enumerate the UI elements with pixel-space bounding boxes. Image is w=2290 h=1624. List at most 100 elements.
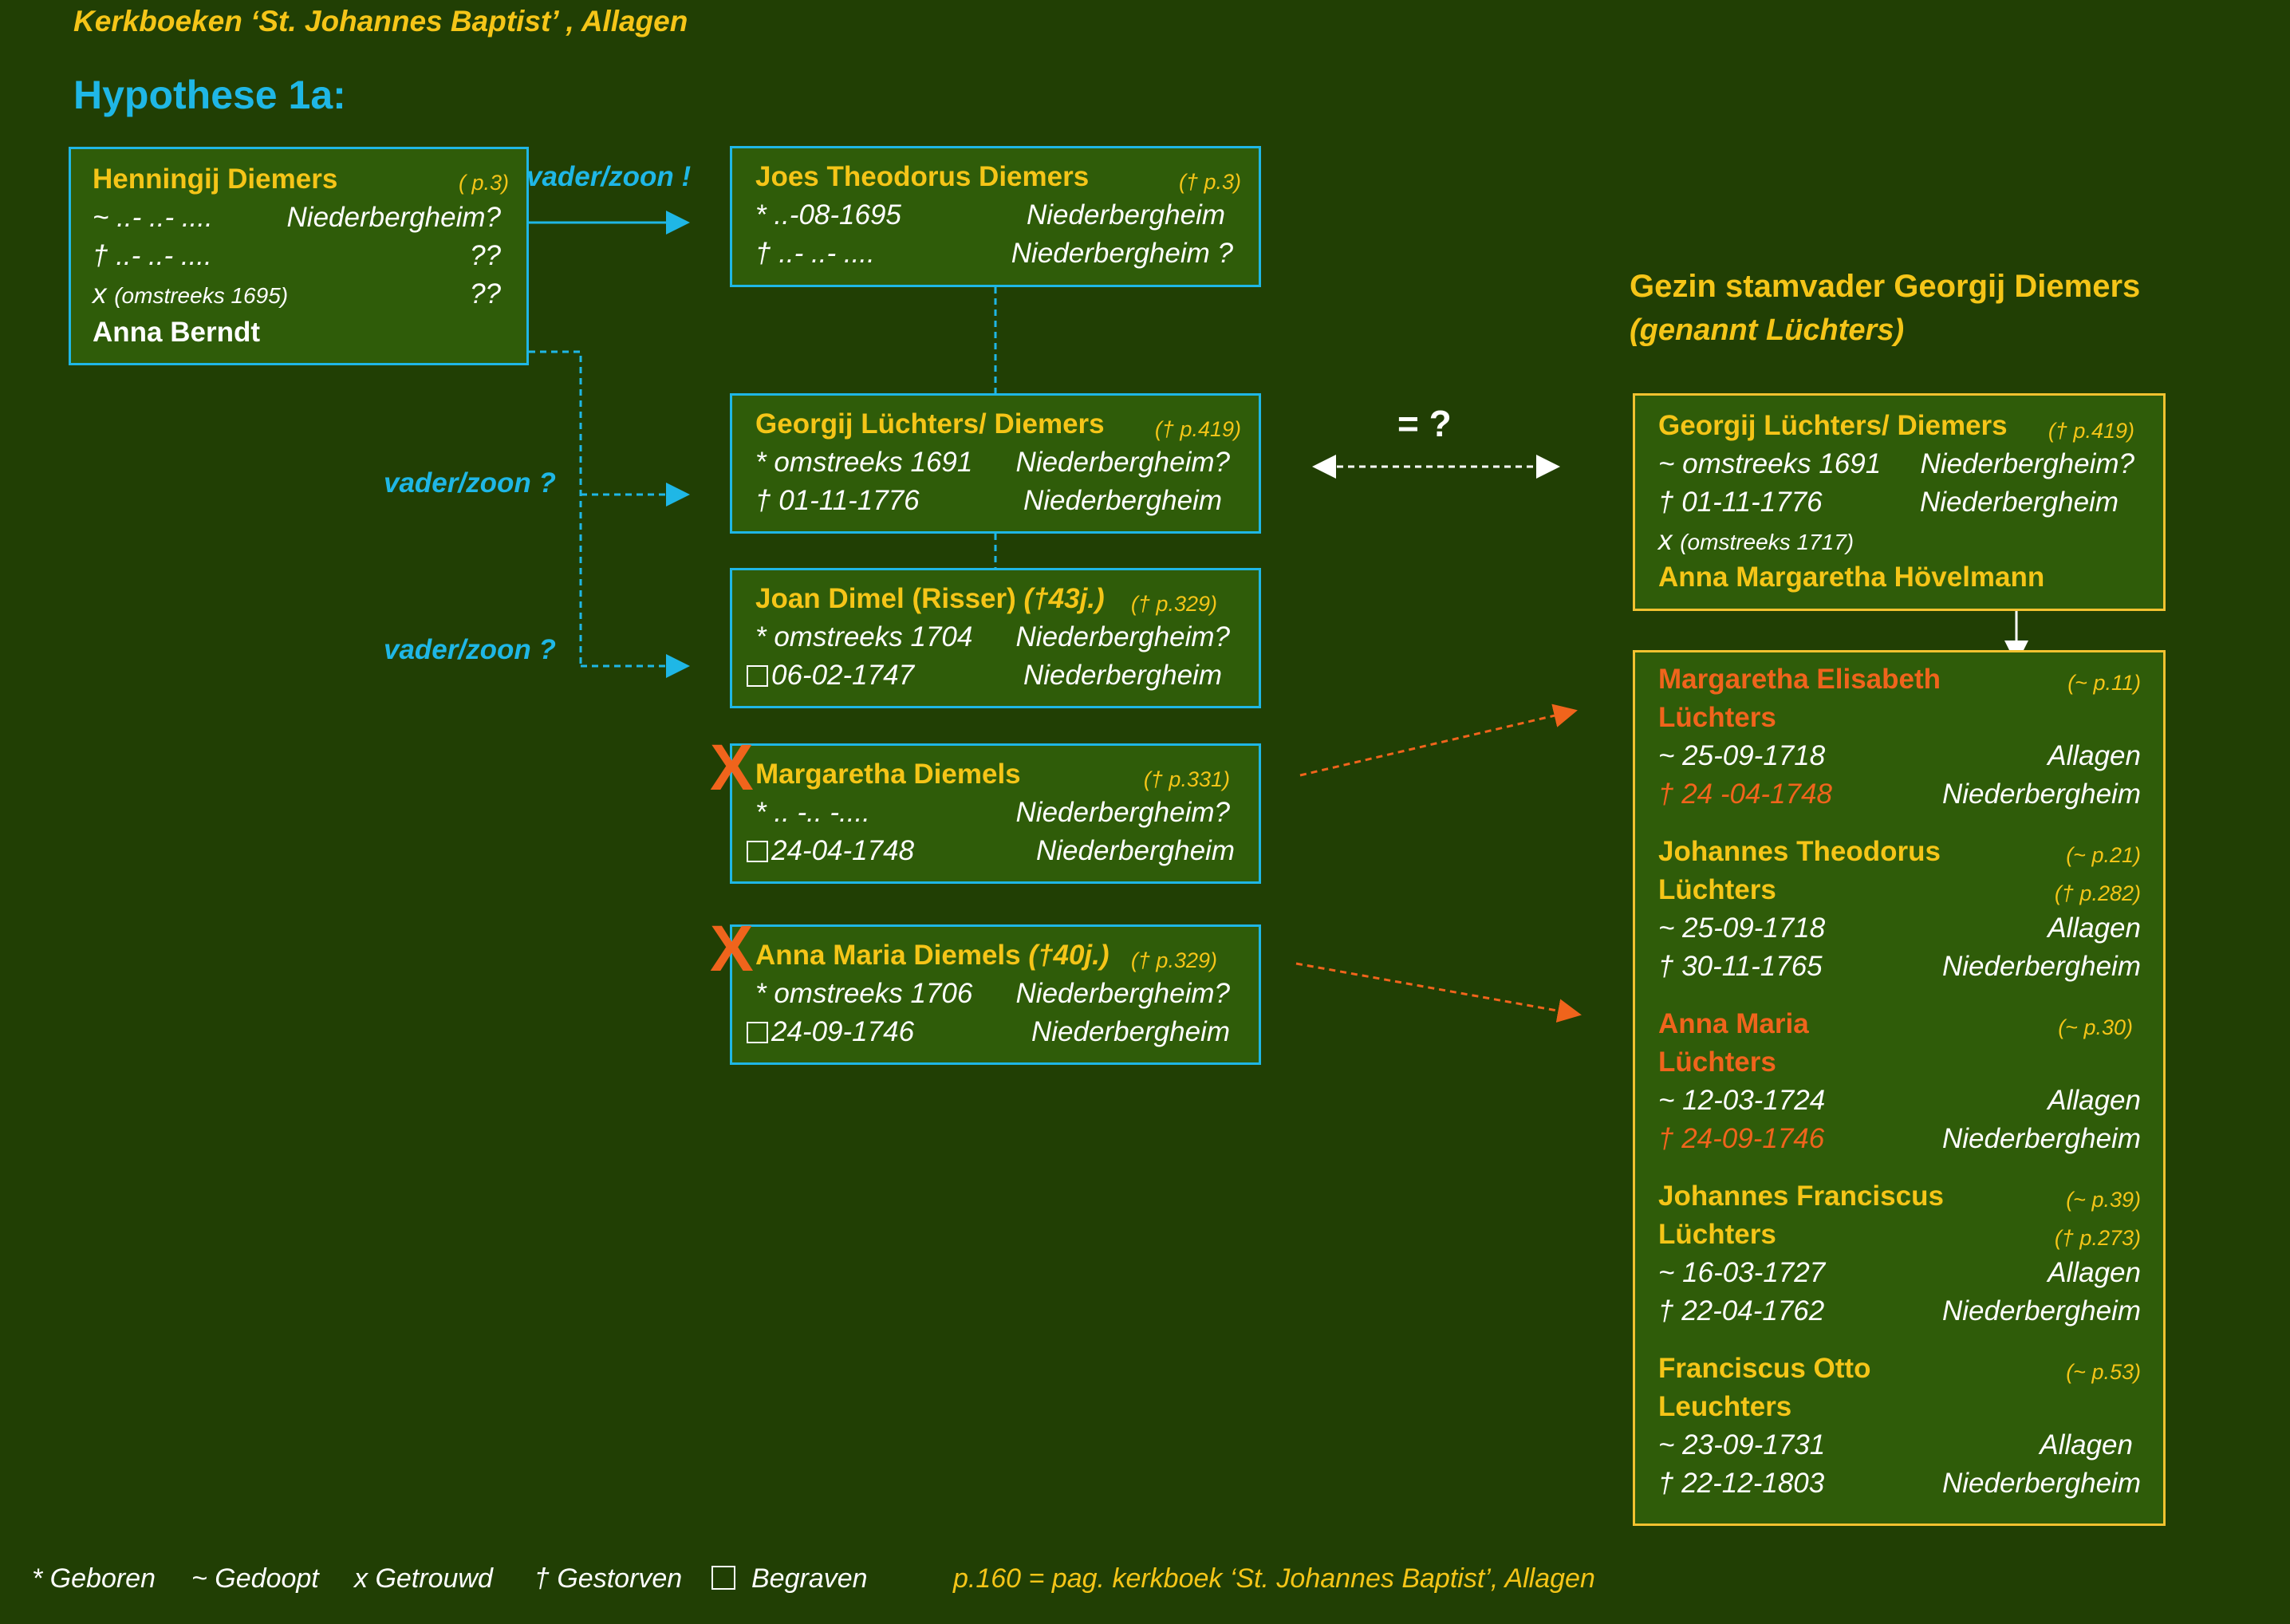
legend-buried-row: Begraven bbox=[711, 1563, 868, 1594]
death-place: Niederbergheim bbox=[1941, 1468, 2141, 1499]
marriage-date: (omstreeks 1717) bbox=[1680, 530, 1854, 554]
spouse-name: Anna Berndt bbox=[93, 317, 260, 348]
marriage-symbol: x bbox=[1658, 525, 1673, 556]
person-name: Anna Maria Diemels bbox=[755, 940, 1021, 971]
birth-date: * .. -.. -.... bbox=[755, 797, 870, 828]
birth-place: Niederbergheim? bbox=[1015, 797, 1230, 828]
birth-date: * omstreeks 1691 bbox=[755, 447, 973, 478]
baptism-date: ~ 25-09-1718 bbox=[1658, 913, 1826, 944]
birth-place: Niederbergheim bbox=[1026, 199, 1225, 231]
rejected-x-mark: X bbox=[710, 913, 754, 985]
label-vader-zoon-2: vader/zoon ? bbox=[384, 467, 556, 499]
child-name-line2: Lüchters bbox=[1658, 702, 1776, 733]
person-box-margaretha: Margaretha Diemels († p.331) * .. -.. -.… bbox=[730, 743, 1261, 884]
child-name-line1: Margaretha Elisabeth bbox=[1658, 664, 1941, 695]
child-name-line2: Leuchters bbox=[1658, 1391, 1792, 1422]
burial-square-icon bbox=[747, 665, 768, 687]
person-name: Joan Dimel (Risser) bbox=[755, 583, 1016, 614]
death-place: Niederbergheim bbox=[1941, 1123, 2141, 1154]
burial-place: Niederbergheim bbox=[1035, 835, 1235, 866]
burial-square-icon bbox=[747, 841, 768, 862]
person-box-joes: Joes Theodorus Diemers († p.3) * ..-08-1… bbox=[730, 146, 1261, 287]
death-date: † 01-11-1776 bbox=[755, 485, 920, 516]
baptism-place: Allagen bbox=[2048, 1257, 2141, 1288]
page-ref: († p.329) bbox=[1130, 592, 1217, 616]
birth-date: * omstreeks 1706 bbox=[755, 978, 973, 1009]
age-at-death: (†43j.) bbox=[1023, 583, 1105, 614]
page-ref-2: († p.273) bbox=[2054, 1226, 2141, 1250]
burial-square-icon bbox=[711, 1566, 735, 1590]
birth-date: * ..-08-1695 bbox=[755, 199, 901, 231]
burial-date: 06-02-1747 bbox=[771, 660, 915, 691]
death-place: ?? bbox=[470, 240, 501, 271]
age-at-death: (†40j.) bbox=[1028, 940, 1110, 971]
marriage-place: ?? bbox=[470, 278, 501, 309]
burial-date: 24-09-1746 bbox=[771, 1016, 915, 1047]
child-name-line1: Johannes Theodorus bbox=[1658, 836, 1941, 867]
legend-married: x Getrouwd bbox=[354, 1563, 493, 1594]
death-date: † 30-11-1765 bbox=[1658, 951, 1823, 982]
death-date: † ..- ..- .... bbox=[755, 238, 875, 269]
death-place: Niederbergheim ? bbox=[1011, 238, 1233, 269]
legend-buried: Begraven bbox=[751, 1563, 868, 1594]
legend-baptized: ~ Gedoopt bbox=[191, 1563, 319, 1594]
page-ref: († p.3) bbox=[1178, 170, 1241, 194]
page-ref: († p.329) bbox=[1130, 948, 1217, 972]
death-place: Niederbergheim bbox=[1919, 487, 2119, 518]
equals-question: = ? bbox=[1397, 403, 1452, 444]
page-ref: (~ p.21) bbox=[2066, 843, 2141, 867]
birth-place: Niederbergheim? bbox=[1015, 978, 1230, 1009]
marriage-symbol: x bbox=[93, 278, 107, 309]
death-place: Niederbergheim bbox=[1941, 951, 2141, 982]
page-ref-2: († p.282) bbox=[2054, 881, 2141, 905]
person-name-row: Anna Maria Diemels (†40j.) bbox=[755, 940, 1110, 972]
page-ref: (~ p.39) bbox=[2066, 1188, 2141, 1212]
death-date: † 22-04-1762 bbox=[1658, 1295, 1825, 1326]
hypothesis-title: Hypothese 1a: bbox=[73, 73, 346, 117]
marriage-row: x (omstreeks 1717) bbox=[1658, 525, 1854, 558]
page-ref: († p.419) bbox=[1154, 417, 1241, 441]
person-name: Georgij Lüchters/ Diemers bbox=[1658, 410, 2008, 441]
burial-row: 24-09-1746 bbox=[747, 1016, 914, 1048]
page-ref: (~ p.53) bbox=[2066, 1360, 2141, 1384]
page-ref: (~ p.11) bbox=[2067, 671, 2141, 695]
child-entry: Franciscus Otto (~ p.53) Leuchters ~ 23-… bbox=[1635, 1342, 2163, 1514]
child-entry: Margaretha Elisabeth (~ p.11) Lüchters ~… bbox=[1635, 652, 2163, 825]
birth-place: Niederbergheim? bbox=[1015, 447, 1230, 478]
child-name-line2: Lüchters bbox=[1658, 1047, 1776, 1078]
person-box-georgij-family: Georgij Lüchters/ Diemers († p.419) ~ om… bbox=[1633, 393, 2166, 611]
child-entry: Johannes Theodorus (~ p.21) Lüchters († … bbox=[1635, 825, 2163, 997]
page-ref: († p.331) bbox=[1143, 767, 1230, 791]
child-entry: Anna Maria (~ p.30) Lüchters ~ 12-03-172… bbox=[1635, 997, 2163, 1169]
death-place: Niederbergheim bbox=[1023, 485, 1222, 516]
dashed-bracket bbox=[529, 350, 582, 666]
baptism-date: ~ 23-09-1731 bbox=[1658, 1429, 1826, 1460]
burial-date: 24-04-1748 bbox=[771, 835, 915, 866]
death-date: † ..- ..- .... bbox=[93, 240, 212, 271]
baptism-date: ~ 16-03-1727 bbox=[1658, 1257, 1826, 1288]
page-header: Kerkboeken ‘St. Johannes Baptist’ , Alla… bbox=[73, 5, 688, 37]
burial-row: 06-02-1747 bbox=[747, 660, 914, 692]
person-box-anna-maria: Anna Maria Diemels (†40j.) († p.329) * o… bbox=[730, 924, 1261, 1065]
burial-place: Niederbergheim bbox=[1031, 1016, 1230, 1047]
birth-place: Niederbergheim? bbox=[1015, 621, 1230, 652]
death-date: † 24-09-1746 bbox=[1658, 1123, 1825, 1154]
child-name-line2: Lüchters bbox=[1658, 1219, 1776, 1250]
burial-row: 24-04-1748 bbox=[747, 835, 914, 867]
burial-square-icon bbox=[747, 1022, 768, 1043]
page-ref: († p.419) bbox=[2048, 419, 2134, 443]
baptism-place: Allagen bbox=[2048, 1085, 2141, 1116]
death-date: † 01-11-1776 bbox=[1658, 487, 1823, 518]
baptism-date: ~ omstreeks 1691 bbox=[1658, 448, 1882, 479]
person-box-henningij: Henningij Diemers ( p.3) ~ ..- ..- .... … bbox=[69, 147, 529, 365]
baptism-date: ~ ..- ..- .... bbox=[93, 202, 213, 233]
person-box-joan: Joan Dimel (Risser) (†43j.) († p.329) * … bbox=[730, 568, 1261, 708]
baptism-place: Niederbergheim? bbox=[286, 202, 501, 233]
arrow-annamaria bbox=[1295, 962, 1582, 1023]
marriage-row: x (omstreeks 1695) bbox=[93, 278, 288, 312]
death-place: Niederbergheim bbox=[1941, 1295, 2141, 1326]
birth-date: * omstreeks 1704 bbox=[755, 621, 973, 652]
baptism-date: ~ 12-03-1724 bbox=[1658, 1085, 1826, 1116]
person-name-row: Joan Dimel (Risser) (†43j.) bbox=[755, 583, 1105, 615]
person-name: Margaretha Diemels bbox=[755, 759, 1021, 790]
